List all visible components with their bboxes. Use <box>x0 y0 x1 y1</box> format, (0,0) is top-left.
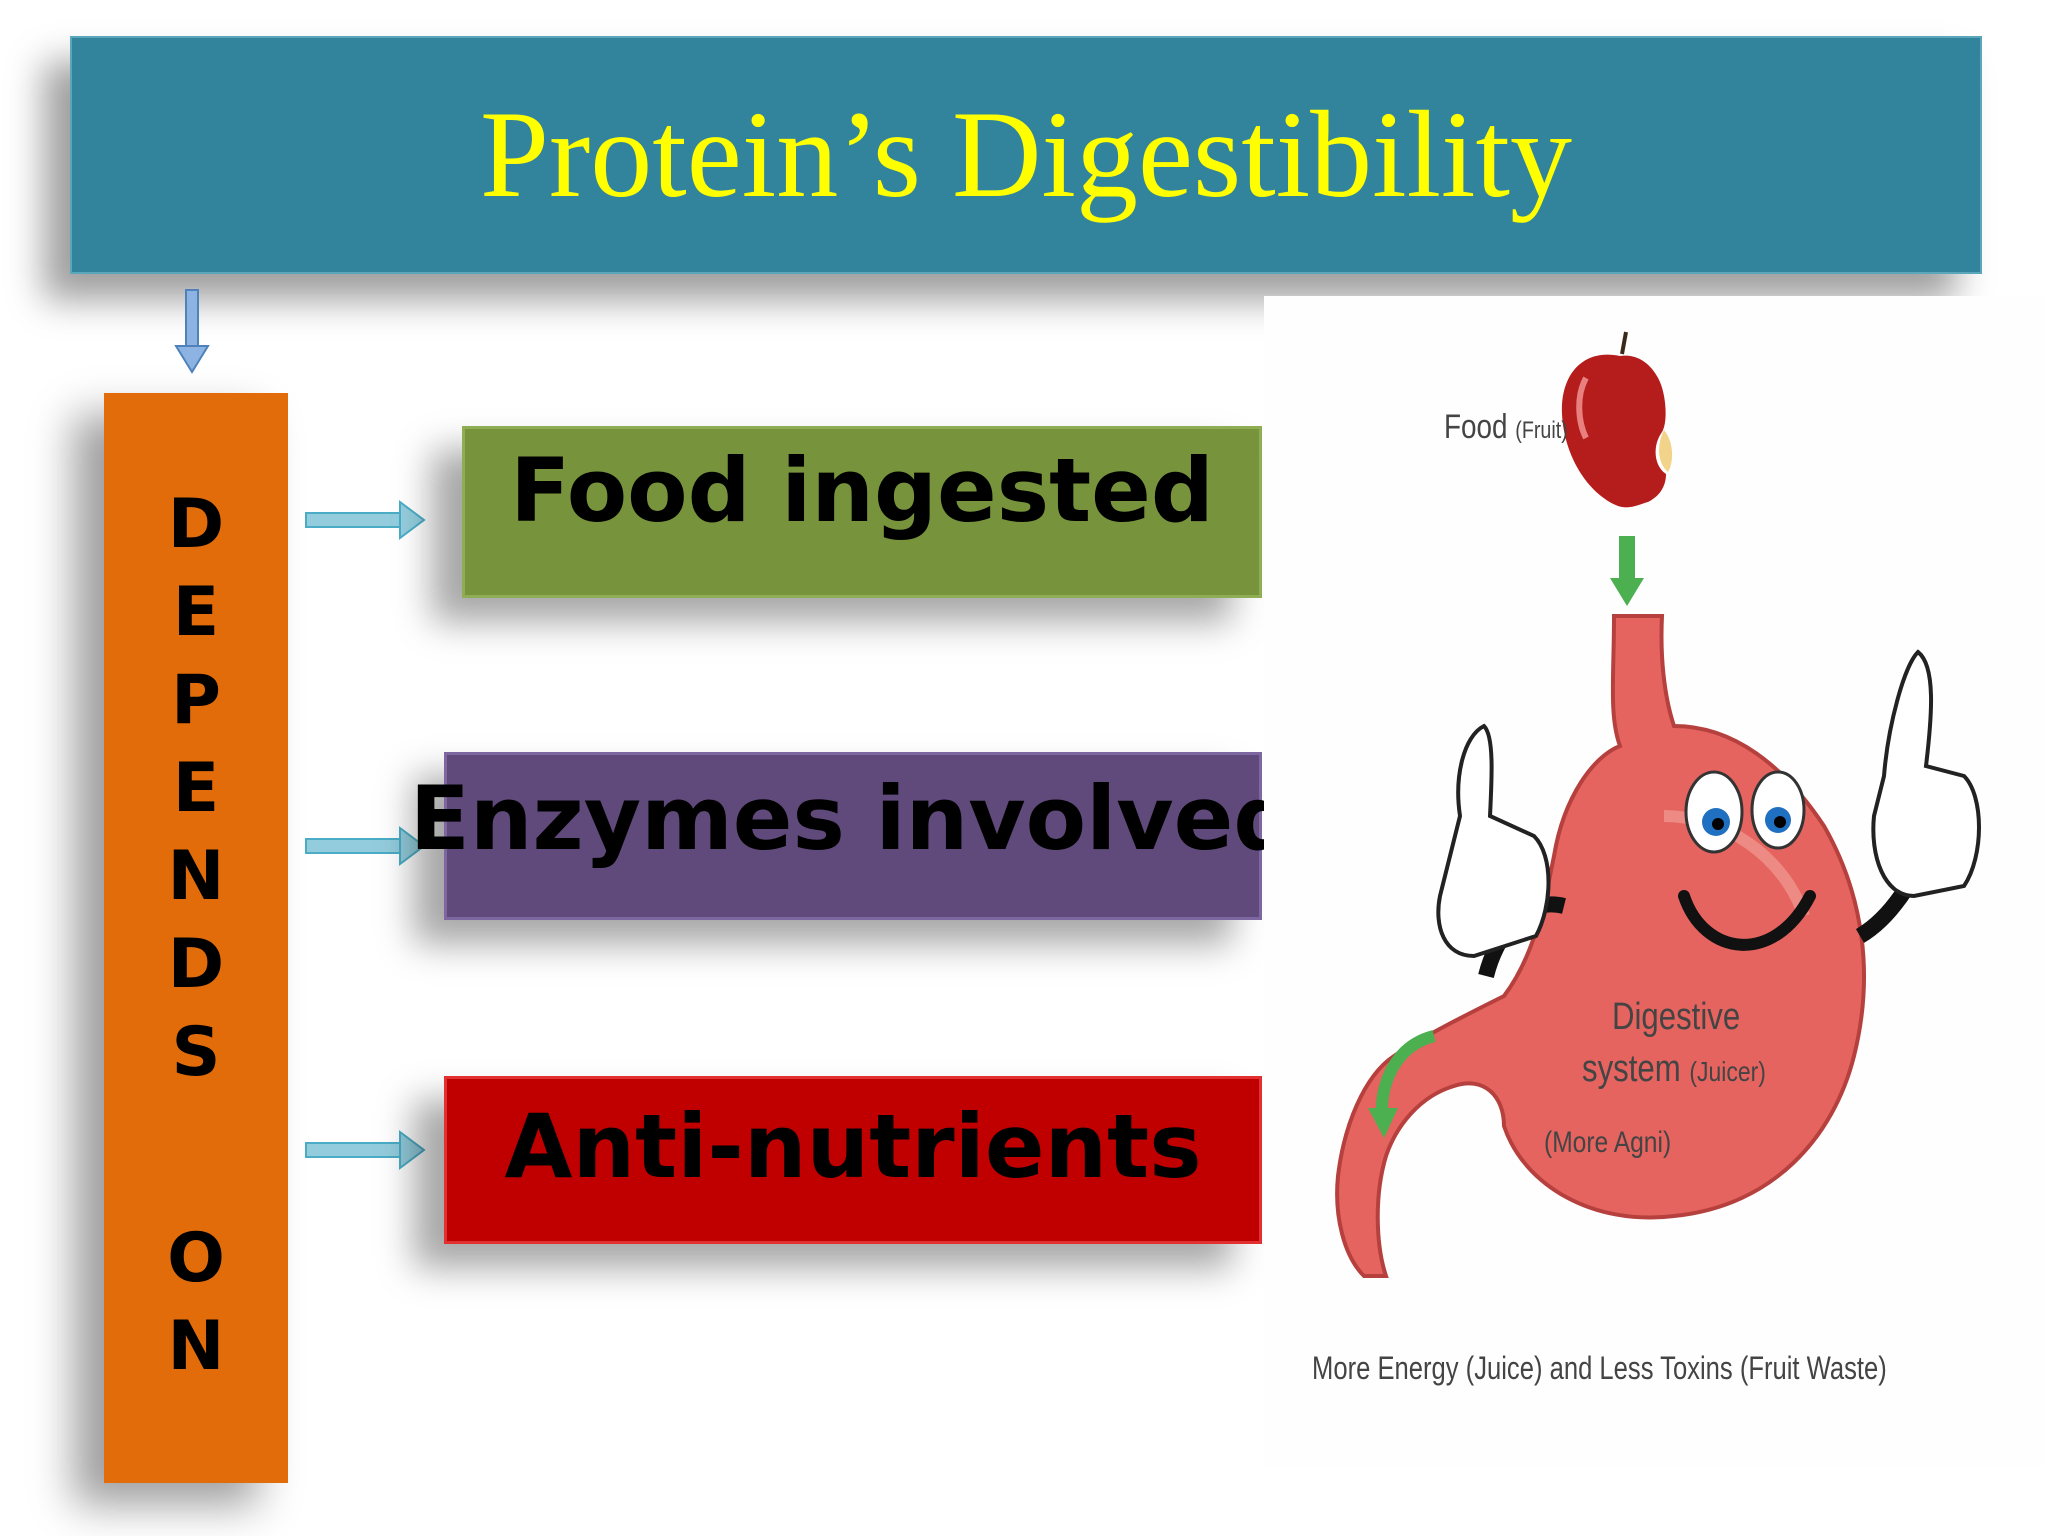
right-arrow-icon <box>305 1130 426 1170</box>
right-arrow-icon <box>305 826 426 866</box>
food-label-text: Food <box>1444 408 1508 446</box>
food-sub-text: (Fruit) <box>1515 417 1568 444</box>
factor-label: Enzymes involved <box>409 767 1297 870</box>
system-line2: system (Juicer) <box>1582 1048 1766 1091</box>
factor-enzymes-involved: Enzymes involved <box>410 752 1296 920</box>
factor-label: Anti-nutrients <box>504 1095 1202 1198</box>
system-line1: Digestive <box>1612 996 1741 1038</box>
stomach-cartoon-image <box>1335 331 1981 1278</box>
factor-food-ingested: Food ingested <box>462 426 1262 598</box>
system-word: system <box>1582 1048 1681 1090</box>
stomach-illustration: Food (Fruit) Digestive system (Juicer) (… <box>1264 296 2044 1466</box>
down-arrow-icon <box>174 289 210 374</box>
factor-label: Food ingested <box>510 439 1214 542</box>
green-arrow-icon <box>1610 536 1644 606</box>
eye-icon <box>1750 770 1806 850</box>
food-label: Food (Fruit) <box>1444 408 1568 447</box>
title-banner: Protein’s Digestibility <box>70 36 1982 274</box>
depends-letter: D <box>167 485 225 564</box>
depends-letter: N <box>167 837 225 916</box>
depends-letter: E <box>172 749 220 828</box>
depends-letter: S <box>171 1013 221 1092</box>
depends-letter: P <box>171 661 221 740</box>
on-letter: O <box>167 1219 225 1298</box>
thumbs-up-icon <box>1436 723 1551 959</box>
depends-letter: D <box>167 925 225 1004</box>
depends-on-column: D E P E N D S O N <box>104 393 288 1483</box>
system-sub-text: (Juicer) <box>1689 1056 1766 1087</box>
apple-icon <box>1561 331 1673 508</box>
depends-letter: E <box>172 573 220 652</box>
thumbs-up-icon <box>1871 649 1981 899</box>
slide-title: Protein’s Digestibility <box>480 86 1572 223</box>
curved-green-arrow-icon <box>1368 1030 1436 1138</box>
illustration-caption: More Energy (Juice) and Less Toxins (Fru… <box>1312 1350 1887 1386</box>
eye-icon <box>1684 770 1744 854</box>
on-letter: N <box>167 1307 225 1386</box>
factor-anti-nutrients: Anti-nutrients <box>444 1076 1262 1244</box>
agni-label: (More Agni) <box>1544 1126 1672 1159</box>
right-arrow-icon <box>305 500 426 540</box>
